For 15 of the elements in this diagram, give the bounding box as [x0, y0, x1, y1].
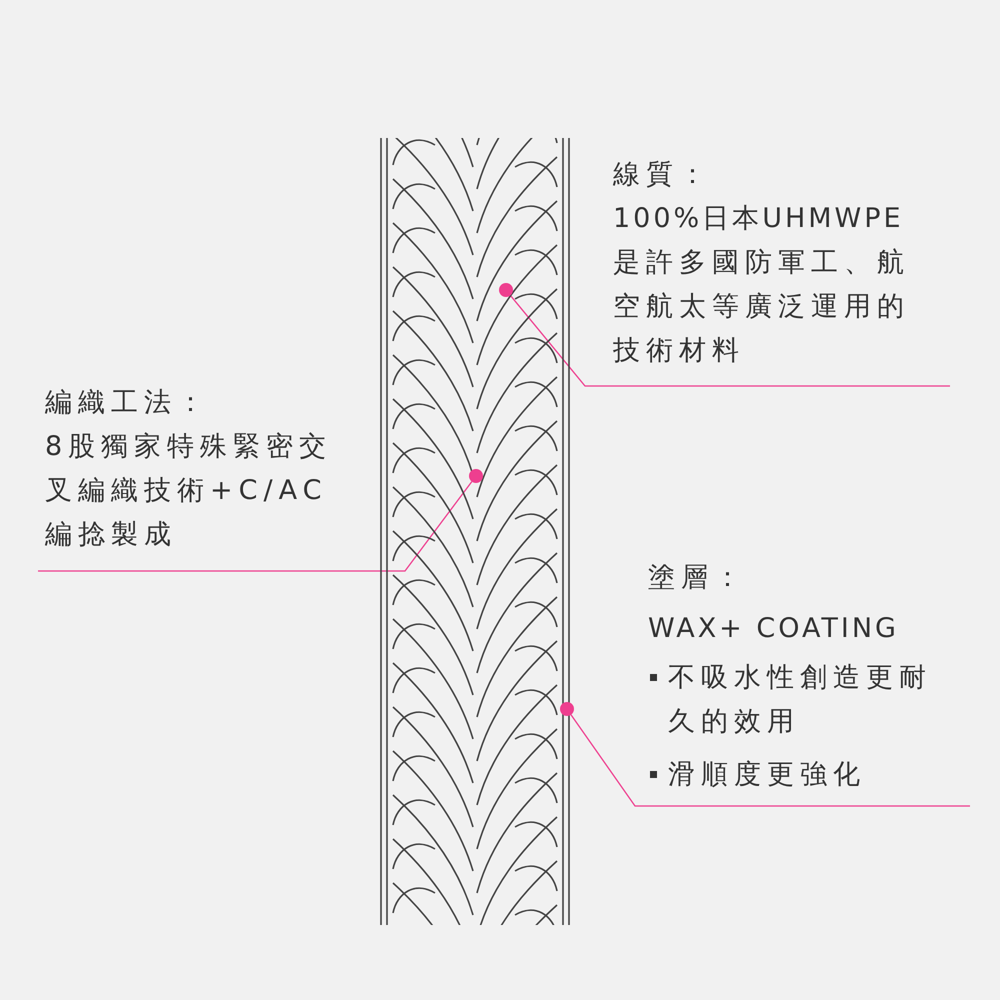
subheading: WAX+ COATING [648, 612, 900, 646]
leader-dot [469, 469, 483, 483]
leader-line [570, 714, 970, 807]
bullet-item: 滑順度更強化 [648, 753, 948, 797]
leader-line [510, 294, 950, 387]
body-text: 是許多國防軍工、航空航太等廣泛運用的技術材料 [613, 246, 911, 368]
bullet-item: 不吸水性創造更耐久的效用 [648, 656, 948, 744]
leader-line [38, 481, 472, 572]
body-text: 8股獨家特殊緊密交叉編織技術+C/AC編捻製成 [45, 430, 334, 552]
heading: 編織工法： [45, 386, 211, 420]
leader-dot [499, 283, 513, 297]
heading: 塗層： [648, 561, 748, 595]
subheading: 100%日本UHMWPE [613, 202, 905, 236]
heading: 線質： [613, 158, 713, 192]
leader-dot [560, 702, 574, 716]
